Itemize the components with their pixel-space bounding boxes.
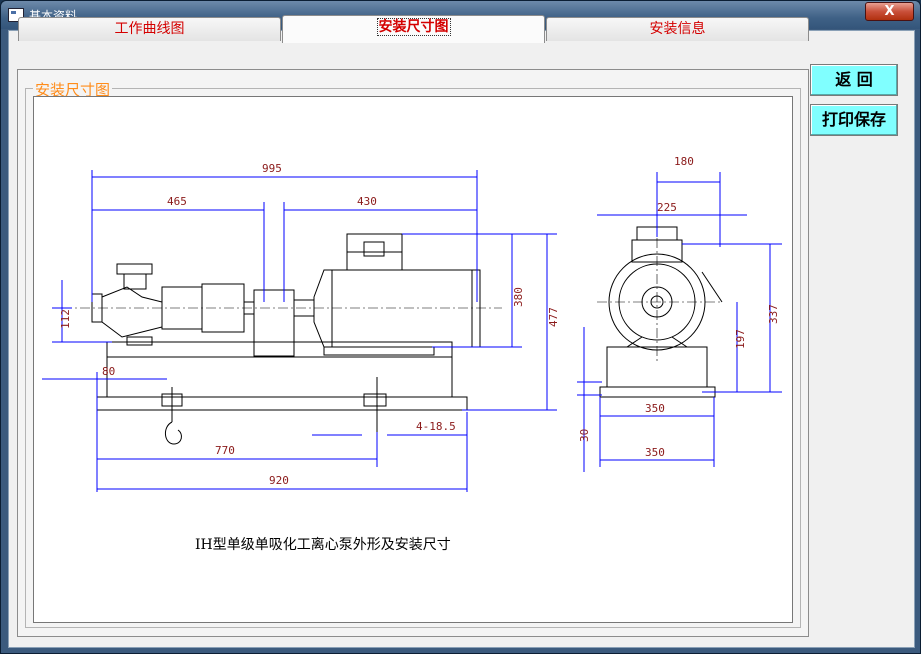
dim-80: 80 — [102, 365, 115, 378]
tab-install-dimensions[interactable]: 安装尺寸图 — [282, 15, 545, 43]
group-title: 安装尺寸图 — [33, 79, 113, 100]
install-dimension-group: 安装尺寸图 — [25, 79, 801, 628]
dim-180: 180 — [674, 155, 694, 168]
drawing-canvas: 995 465 430 380 477 112 80 770 920 4-18.… — [33, 96, 793, 623]
close-button[interactable]: X — [865, 2, 914, 21]
tab-install-info[interactable]: 安装信息 — [546, 17, 809, 41]
pump-drawing: 995 465 430 380 477 112 80 770 920 4-18.… — [42, 155, 782, 553]
center-lines — [62, 202, 722, 362]
tab-install-info-label: 安装信息 — [649, 21, 706, 37]
dim-920: 920 — [269, 474, 289, 487]
tab-work-curve-label: 工作曲线图 — [114, 21, 185, 37]
dim-225: 225 — [657, 201, 677, 214]
dimension-labels: 995 465 430 380 477 112 80 770 920 4-18.… — [59, 155, 780, 487]
pump-end-view — [599, 226, 723, 398]
dim-112: 112 — [59, 309, 72, 329]
dim-197: 197 — [734, 329, 747, 349]
back-button[interactable]: 返 回 — [810, 64, 898, 96]
dimension-lines — [42, 170, 782, 492]
dim-430: 430 — [357, 195, 377, 208]
dim-337: 337 — [767, 304, 780, 324]
dim-477: 477 — [547, 307, 560, 327]
print-save-button[interactable]: 打印保存 — [810, 104, 898, 136]
dim-350-bottom: 350 — [645, 446, 665, 459]
dim-995: 995 — [262, 162, 282, 175]
dim-350-top: 350 — [645, 402, 665, 415]
tab-install-dimensions-label: 安装尺寸图 — [376, 18, 451, 36]
dim-30: 30 — [578, 429, 591, 442]
dim-380: 380 — [512, 287, 525, 307]
drawing-caption: IH型单级单吸化工离心泵外形及安装尺寸 — [195, 536, 451, 553]
tab-work-curve[interactable]: 工作曲线图 — [18, 17, 281, 41]
dim-770: 770 — [215, 444, 235, 457]
dim-4-18-5: 4-18.5 — [416, 420, 456, 433]
dim-465: 465 — [167, 195, 187, 208]
pump-side-view — [91, 233, 481, 445]
